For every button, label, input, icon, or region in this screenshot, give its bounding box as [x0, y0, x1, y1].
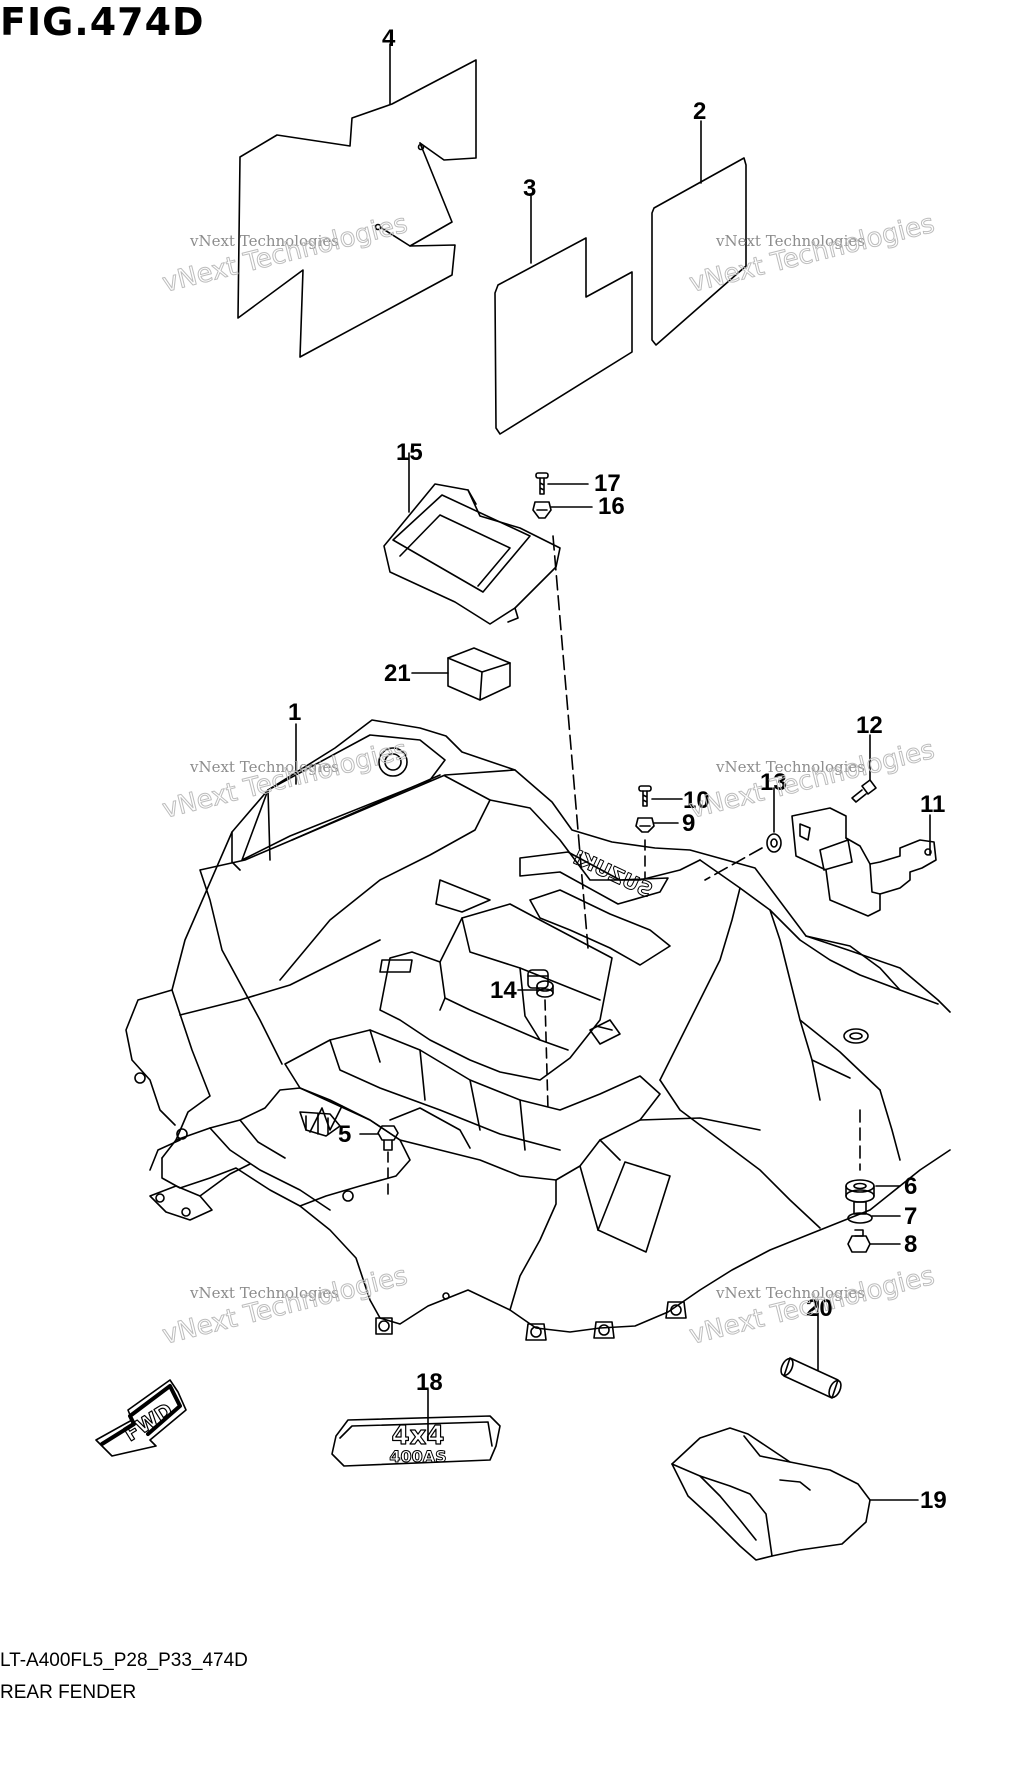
callout-8: 8 — [904, 1231, 917, 1258]
watermark-top-left: vNext Technologies vNext Technologies — [159, 208, 411, 299]
callout-7: 7 — [904, 1203, 917, 1230]
part-6-grommet — [845, 1179, 875, 1203]
callout-17: 17 — [594, 470, 621, 497]
alignment-line-lid — [552, 535, 589, 949]
part-3-plate — [494, 237, 633, 435]
alignment-line-14 — [544, 999, 549, 1111]
part-19-cover — [671, 1427, 871, 1561]
callout-18: 18 — [416, 1369, 443, 1396]
callout-1: 1 — [288, 699, 301, 726]
part-8-bolt — [847, 1229, 871, 1253]
callout-14: 14 — [490, 977, 517, 1004]
callout-15: 15 — [396, 439, 423, 466]
callout-16: 16 — [598, 493, 625, 520]
part-20-pin — [780, 1357, 842, 1399]
callout-4: 4 — [382, 25, 396, 52]
part-9-clip — [635, 817, 655, 833]
part-2-plate — [651, 157, 747, 346]
callout-11: 11 — [920, 791, 945, 818]
watermark-outline-text: vNext Technologies — [159, 735, 410, 825]
part-7-collar — [847, 1201, 873, 1224]
part-15-box-lid — [383, 483, 561, 625]
emblem-top-text: 4x4 — [392, 1421, 445, 1451]
watermark-text: vNext Technologies — [189, 232, 339, 250]
callout-13: 13 — [760, 769, 787, 796]
model-code: LT-A400FL5_P28_P33_474D — [0, 1650, 248, 1671]
part-17-screw — [535, 472, 549, 495]
callout-12: 12 — [856, 712, 883, 739]
part-13-washer — [766, 833, 782, 853]
callout-2: 2 — [693, 98, 706, 125]
callout-21: 21 — [384, 660, 411, 687]
watermark-outline-text: vNext Technologies — [159, 209, 410, 299]
emblem-bottom-text: 400AS — [389, 1447, 446, 1466]
callout-19: 19 — [920, 1487, 947, 1514]
part-5-bolt — [377, 1125, 399, 1151]
watermark-text: vNext Technologies — [189, 758, 339, 776]
watermark-text: vNext Technologies — [715, 758, 865, 776]
fwd-arrow-icon: FWD — [95, 1379, 187, 1457]
callout-20: 20 — [806, 1295, 833, 1322]
part-14-cap — [536, 980, 554, 998]
watermark-text: vNext Technologies — [715, 232, 865, 250]
part-1-rear-fender — [125, 719, 951, 1341]
part-11-bracket — [791, 807, 937, 917]
fender-suzuki-emboss: SUZUKI — [570, 845, 657, 902]
callout-10: 10 — [683, 787, 710, 814]
watermark-text: vNext Technologies — [715, 1284, 865, 1302]
part-21-foam-block — [447, 647, 511, 701]
part-10-screw — [638, 785, 652, 807]
callout-5: 5 — [338, 1121, 351, 1148]
watermark-text: vNext Technologies — [189, 1284, 339, 1302]
part-18-emblem: 4x4 400AS — [331, 1415, 501, 1467]
part-group-name: REAR FENDER — [0, 1682, 137, 1703]
callout-9: 9 — [682, 810, 695, 837]
alignment-line-13 — [704, 847, 763, 881]
watermark-top-right: vNext Technologies vNext Technologies — [686, 208, 938, 299]
part-16-clip — [532, 501, 552, 519]
callout-3: 3 — [523, 175, 536, 202]
part-12-screw — [851, 779, 877, 803]
watermark-mid-left: vNext Technologies vNext Technologies — [159, 734, 411, 825]
watermark-outline-text: vNext Technologies — [686, 209, 937, 299]
part-4-sheet — [237, 59, 477, 358]
callout-6: 6 — [904, 1173, 917, 1200]
figure-title: FIG.474D — [0, 0, 205, 44]
